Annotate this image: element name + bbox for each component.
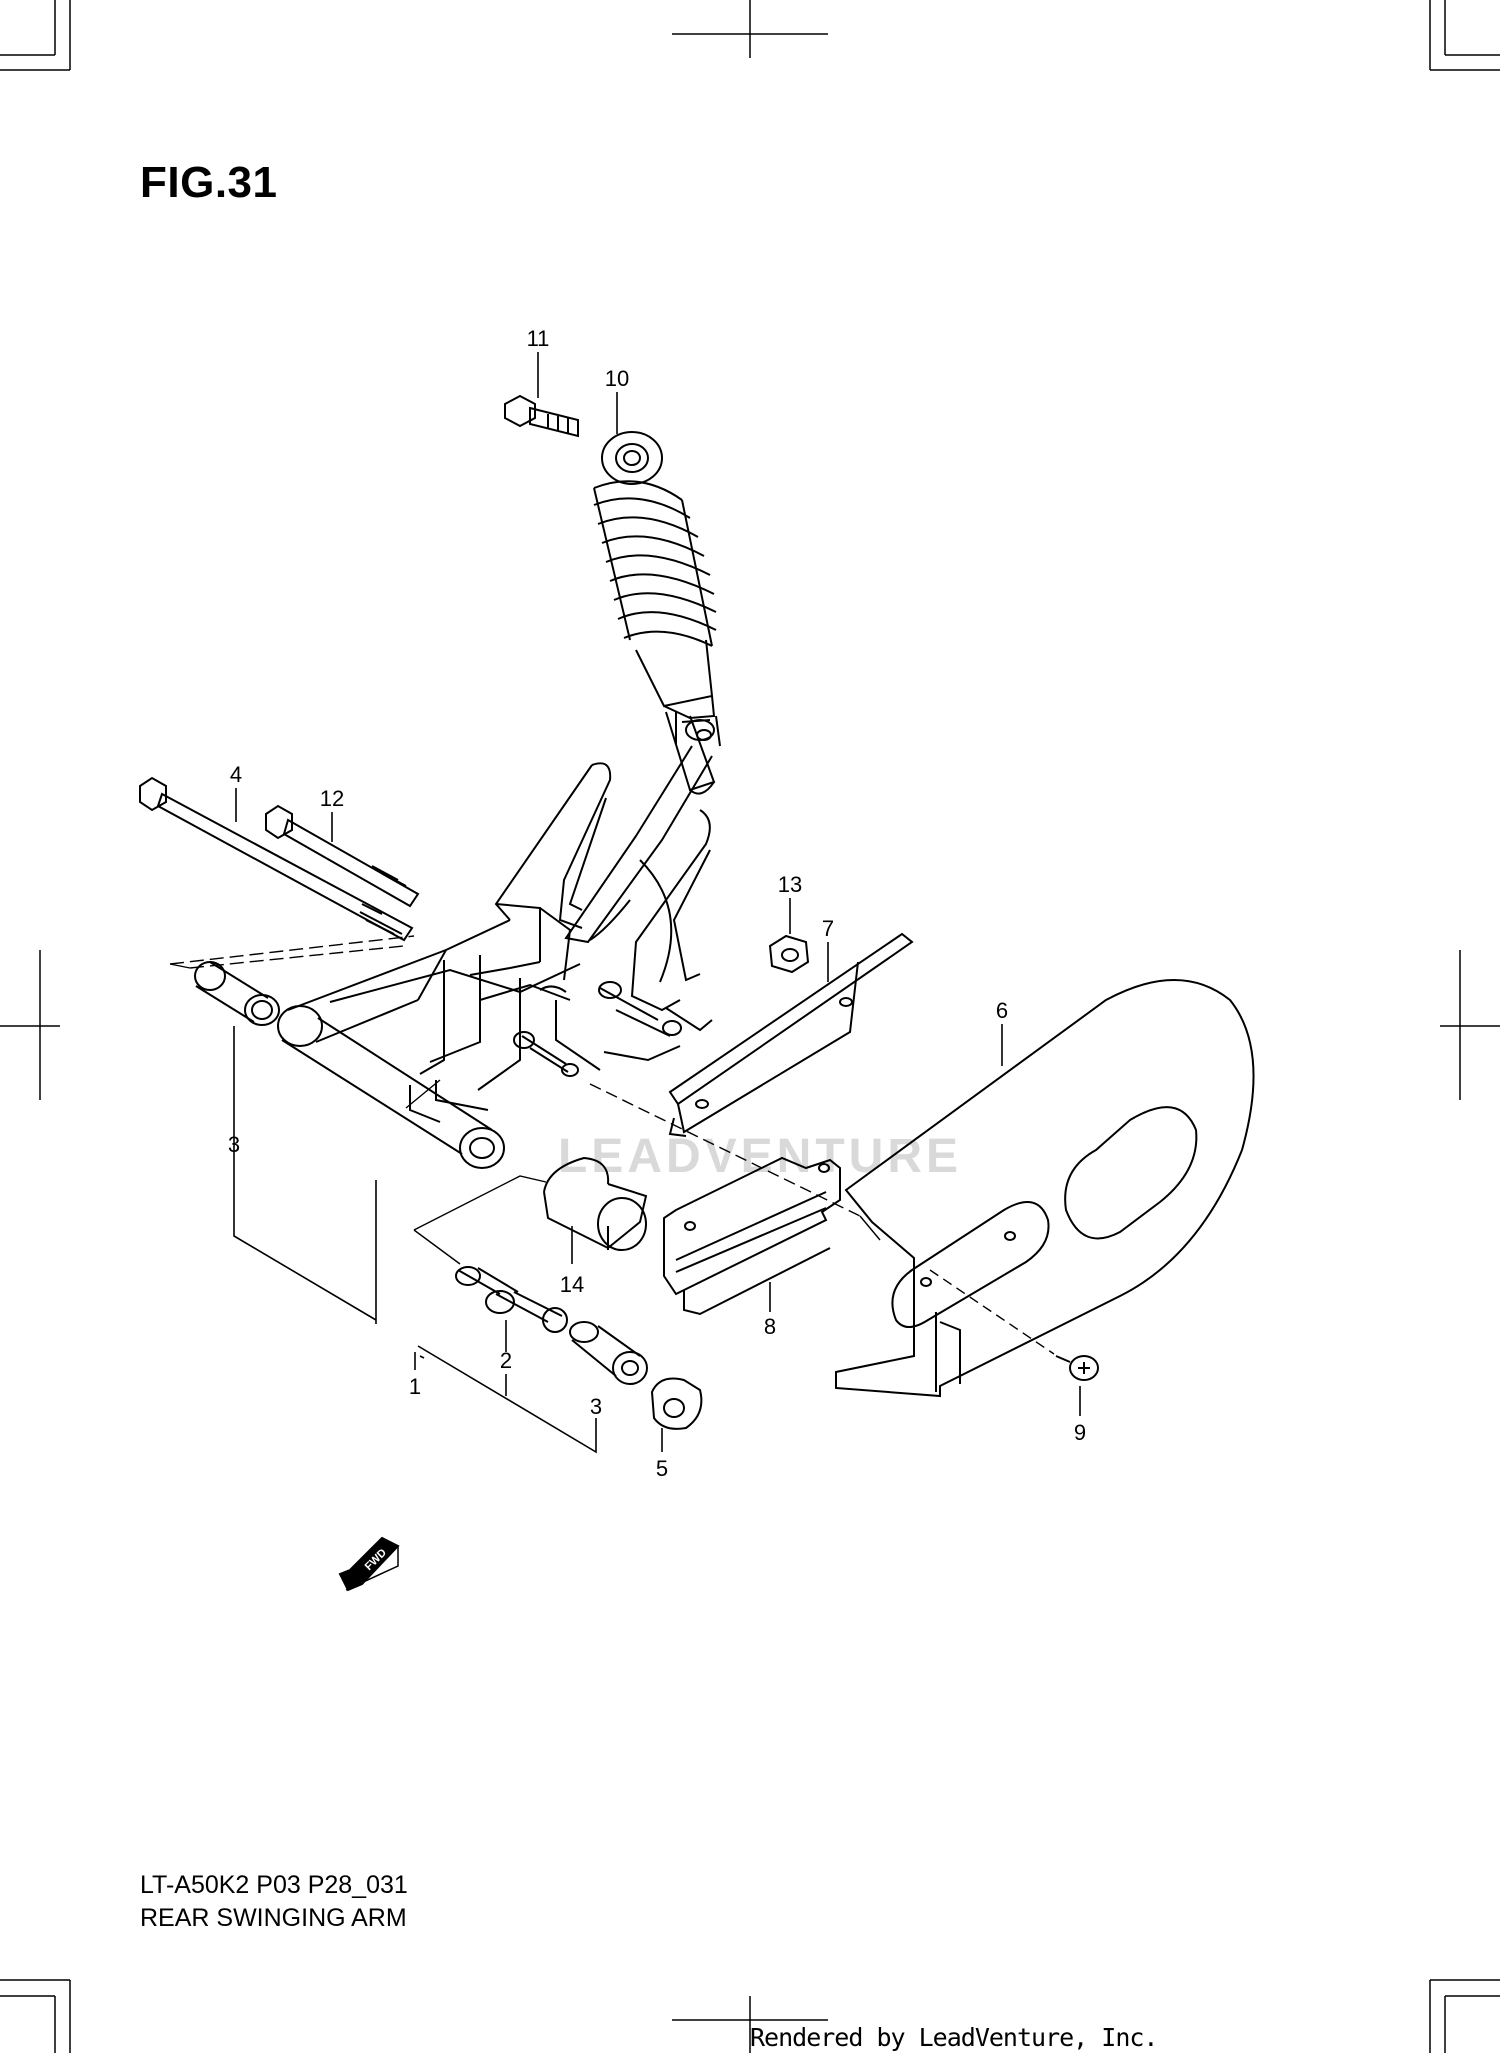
callout-2: 2 [500, 1348, 512, 1373]
swinging-arm-part [277, 745, 713, 1169]
cushion-part [543, 1156, 648, 1251]
callout-14: 14 [560, 1272, 584, 1297]
fwd-direction-icon [338, 1536, 400, 1592]
callout-11: 11 [527, 326, 550, 351]
pivot-bolt-part [139, 776, 414, 942]
spacer-part [455, 1266, 568, 1333]
callout-leaders [233, 352, 1081, 1454]
callout-4: 4 [230, 762, 242, 787]
render-credit: Rendered by LeadVenture, Inc. [750, 2023, 1158, 2052]
chain-guide-lower-part [663, 1156, 841, 1316]
assembly-guide-lines [169, 935, 1055, 1355]
nut-part-5 [650, 1377, 703, 1430]
callout-3-upper: 3 [228, 1132, 240, 1157]
callout-labels: 11 10 4 12 13 7 6 3 14 8 2 1 3 9 5 FWD [228, 326, 1086, 1573]
callout-8: 8 [764, 1314, 776, 1339]
bolt-part-12 [265, 804, 420, 935]
chain-case-part [835, 979, 1255, 1398]
figure-code: LT-A50K2 P03 P28_031 [140, 1871, 408, 1899]
callout-9: 9 [1074, 1420, 1086, 1445]
screw-part [1055, 1355, 1099, 1381]
figure-title: FIG.31 [140, 158, 278, 207]
callout-1: 1 [409, 1374, 421, 1399]
nut-part-13 [768, 934, 810, 974]
watermark-text: LEADVENTURE [558, 1130, 962, 1183]
shock-bolt-part [504, 394, 579, 438]
callout-7: 7 [822, 916, 834, 941]
bushing-part-upper [194, 961, 280, 1026]
chain-guide-upper-part [668, 932, 914, 1137]
callout-5: 5 [656, 1456, 668, 1481]
callout-3-lower: 3 [590, 1394, 602, 1419]
callout-10: 10 [605, 366, 629, 391]
figure-description: REAR SWINGING ARM [140, 1904, 407, 1932]
shock-absorber-part [593, 431, 721, 795]
callout-13: 13 [778, 872, 802, 897]
callout-12: 12 [320, 786, 344, 811]
bushing-part-lower [569, 1321, 648, 1385]
callout-6: 6 [996, 998, 1008, 1023]
